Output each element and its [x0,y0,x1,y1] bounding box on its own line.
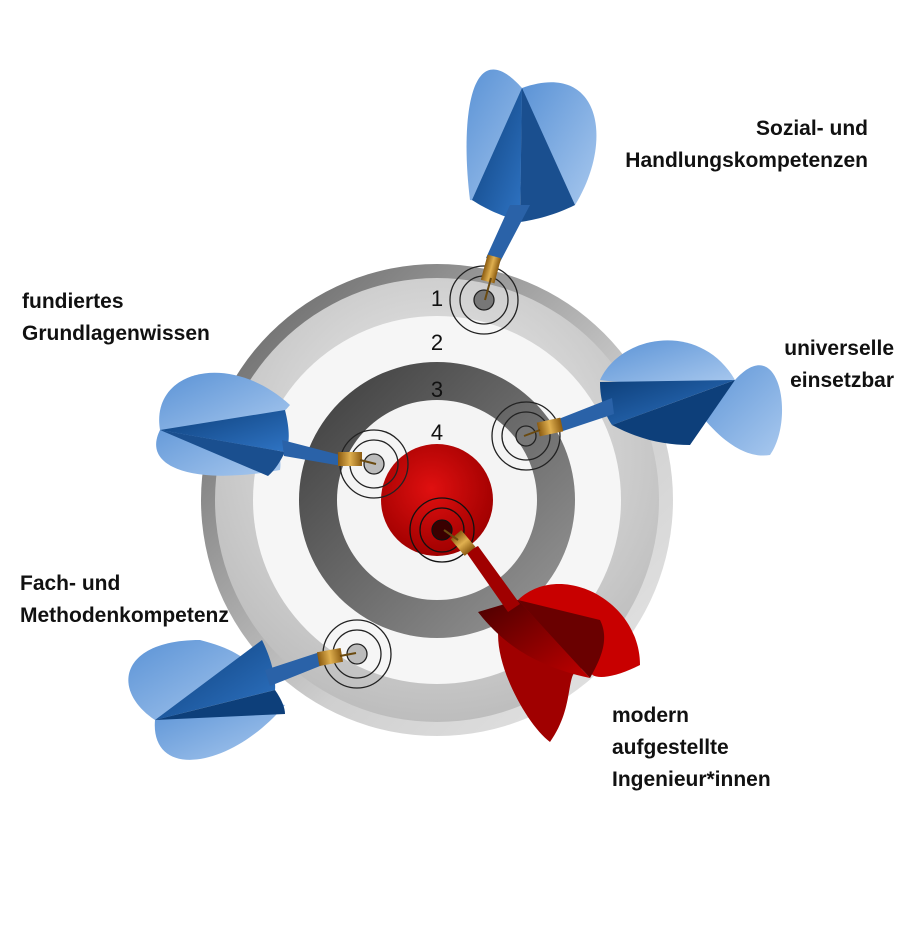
label-line: Handlungskompetenzen [625,149,868,172]
label-line: universelle [784,337,894,360]
label-line: Grundlagenwissen [22,322,210,345]
dart-right [523,340,783,456]
bullseye [381,444,493,556]
label-line: Ingenieur*innen [612,768,771,791]
ring-number-2: 2 [431,330,443,355]
dart-left [156,372,377,476]
impact-center [409,497,475,563]
label-grundlagenwissen: fundiertes Grundlagenwissen [22,286,282,350]
label-line: Methodenkompetenz [20,604,229,627]
dart-center [443,529,640,742]
dart-bottom-left [128,640,357,760]
ring-number-4: 4 [431,420,443,445]
label-line: modern [612,704,690,727]
label-sozial-handlungskompetenzen: Sozial- und Handlungskompetenzen [560,113,868,177]
ring-number-1: 1 [431,286,443,311]
label-line: aufgestellte [612,736,729,759]
label-line: Sozial- und [756,117,868,140]
label-line: einsetzbar [790,369,894,392]
dart-top [466,69,597,301]
label-ingenieurinnen: modern aufgestellte Ingenieur*innen [612,700,872,796]
label-fach-methodenkompetenz: Fach- und Methodenkompetenz [20,568,290,632]
label-line: Fach- und [20,572,121,595]
label-line: fundiertes [22,290,124,313]
label-universell-einsetzbar: universelle einsetzbar [690,333,894,397]
ring-number-3: 3 [431,377,443,402]
